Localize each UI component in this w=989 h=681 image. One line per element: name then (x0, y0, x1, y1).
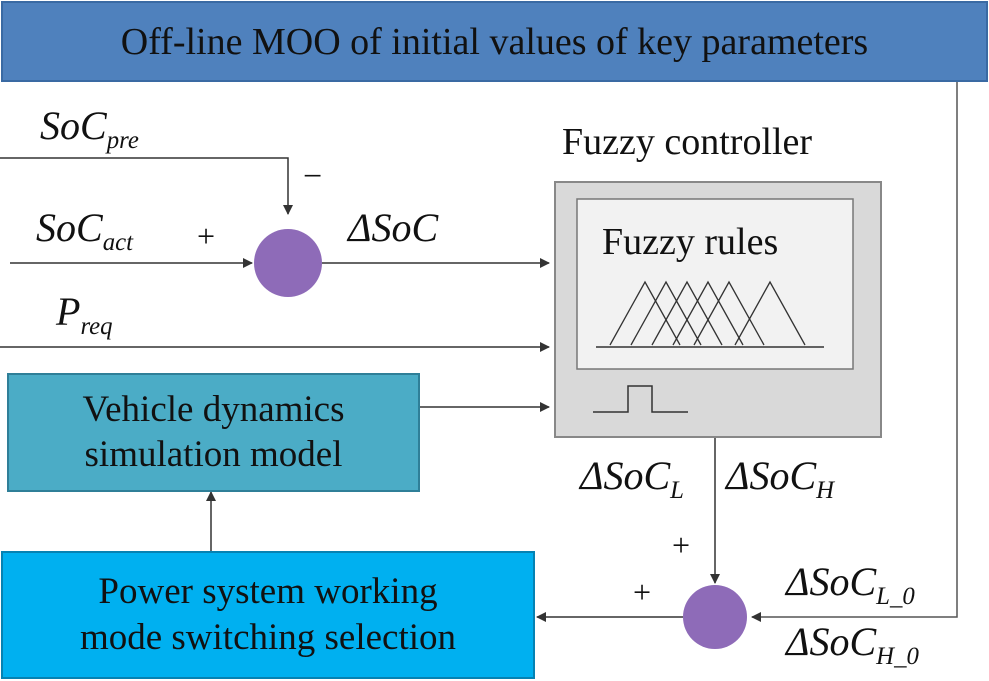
delta-soc-label: ΔSoC (348, 205, 439, 250)
soc-act-label: SoCact (36, 205, 133, 256)
fuzzy-controller-title: Fuzzy controller (562, 121, 813, 163)
summing-node-top (254, 229, 322, 297)
soc-pre-line (0, 157, 293, 215)
delta-soc-l0-label: ΔSoCL_0 (786, 559, 915, 610)
fuzzy-rules-label: Fuzzy rules (602, 221, 779, 263)
soc-pre-label: SoCpre (40, 103, 139, 154)
pulse-icon (593, 385, 688, 413)
fuzzy-rules-panel (576, 198, 854, 370)
vehicle-model-line2: simulation model (84, 433, 343, 475)
power-mode-line2: mode switching selection (79, 617, 457, 658)
vehicle-model-line1: Vehicle dynamics (82, 389, 345, 431)
vehicle-model-box: Vehicle dynamics simulation model (7, 373, 420, 492)
p-req-label: Preq (56, 289, 113, 340)
delta-soc-l-label: ΔSoCL (580, 453, 684, 504)
delta-soc-h0-label: ΔSoCH_0 (786, 619, 919, 670)
plus-sign-left: + (197, 218, 216, 254)
summing-node-bottom (683, 585, 747, 649)
moo-box: Off-line MOO of initial values of key pa… (1, 1, 988, 82)
moo-box-label: Off-line MOO of initial values of key pa… (120, 20, 869, 63)
initial-values-line (751, 82, 958, 622)
plus-sign-lower-left: + (633, 574, 652, 610)
power-mode-line1: Power system working (98, 570, 438, 612)
plus-sign-lower-top: + (672, 527, 691, 563)
delta-soc-h-label: ΔSoCH (726, 453, 835, 504)
power-mode-box: Power system working mode switching sele… (1, 551, 535, 679)
minus-sign: − (303, 158, 323, 195)
membership-functions-icon (596, 280, 824, 348)
